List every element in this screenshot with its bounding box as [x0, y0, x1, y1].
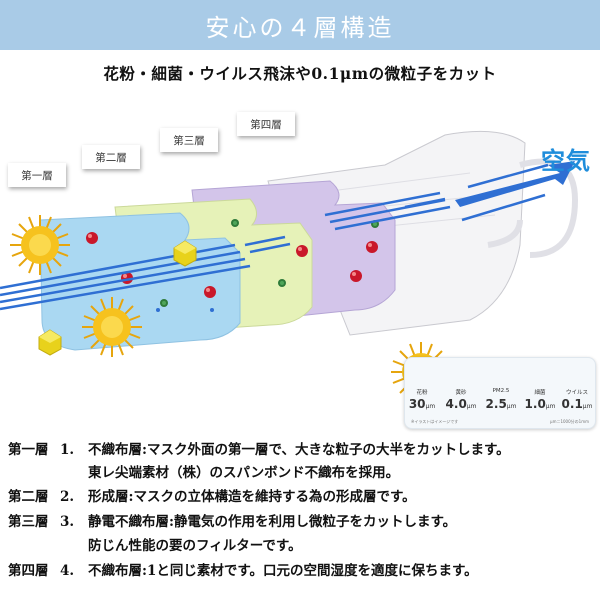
layer-tag-1: 第一層	[8, 163, 66, 187]
subtitle: 花粉・細菌・ウイルス飛沫や0.1μmの微粒子をカット	[103, 64, 497, 83]
description-cont-3: 防じん性能の要のフィルターです。	[88, 538, 302, 554]
legend-item-yellow-sand: 黄砂 4.0μm	[445, 390, 477, 411]
legend-unit-note: μm＝1000分の1mm	[550, 419, 589, 424]
particle-size-legend: 花粉 30μm 黄砂 4.0μm PM2.5 2.5μm 細菌 1.0μm ウイ…	[404, 357, 596, 429]
layers-svg	[0, 130, 580, 403]
legend-item-pm25: PM2.5 2.5μm	[485, 388, 517, 411]
pollen-particle-2	[81, 296, 143, 358]
pollen-particle-1	[9, 214, 71, 276]
airflow-arrow	[455, 161, 575, 222]
legend-item-virus: ウイルス 0.1μm	[561, 390, 593, 411]
air-label: 空気	[541, 147, 591, 175]
layer-tag-3: 第三層	[160, 128, 218, 152]
mask-layer-illustration: 第一層 第二層 第三層 第四層 空気 花粉 30μm 黄砂 4.0μm PM2.…	[0, 95, 600, 429]
page-title: 安心の４層構造	[205, 13, 395, 42]
header-banner: 安心の４層構造	[0, 0, 600, 50]
layer-tag-2: 第二層	[82, 145, 140, 169]
legend-item-pollen: 花粉 30μm	[408, 390, 436, 411]
airflow-lines	[0, 191, 451, 311]
layer-tag-4: 第四層	[237, 112, 295, 136]
legend-item-bacteria: 細菌 1.0μm	[524, 390, 556, 411]
description-cont-1: 東レ尖端素材（株）のスパンボンド不織布を採用。	[88, 465, 400, 481]
legend-note: ※イラストはイメージです	[411, 419, 459, 424]
